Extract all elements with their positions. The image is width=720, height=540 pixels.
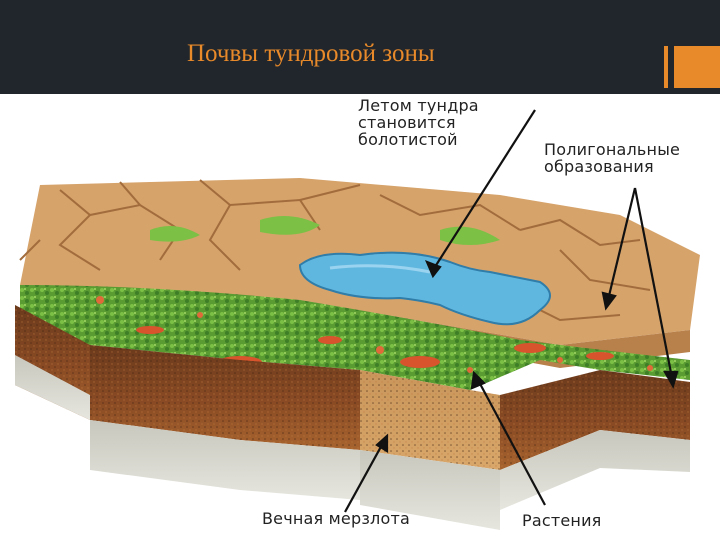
tundra-soil-diagram <box>15 109 700 530</box>
pointer-arrows <box>344 109 679 513</box>
label-summer-swamp: Летом тундра становится болотистой <box>358 96 479 149</box>
slide-header: Почвы тундровой зоны <box>0 0 720 94</box>
accent-bar <box>664 46 668 88</box>
accent-block <box>674 46 720 88</box>
slide-title: Почвы тундровой зоны <box>187 40 435 67</box>
lake <box>298 251 551 326</box>
label-polygonal-formations: Полигональные образования <box>544 140 681 176</box>
lake-shine <box>329 264 431 274</box>
label-plants: Растения <box>522 511 602 530</box>
label-permafrost: Вечная мерзлота <box>262 509 410 528</box>
soil-block-left <box>15 305 90 420</box>
soil-block-front <box>90 345 690 530</box>
